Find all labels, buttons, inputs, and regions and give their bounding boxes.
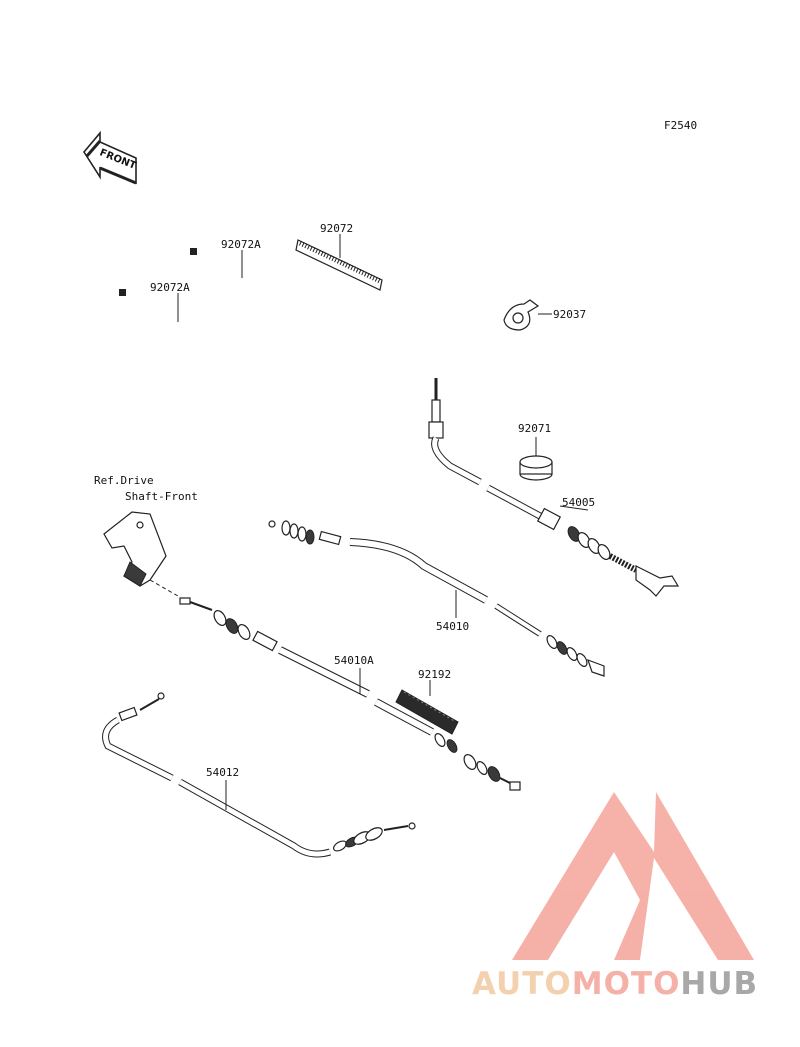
label-92072a-upper: 92072A [221,238,261,251]
label-92072a-lower: 92072A [150,281,190,294]
watermark-word: AUTOMOTOHUB [472,966,758,1002]
clamp-92037: 92037 [503,299,586,331]
ref-note-line2: Shaft-Front [125,490,198,503]
label-54012: 54012 [206,766,239,779]
label-92037: 92037 [553,308,586,321]
label-54010a: 54010A [334,654,374,667]
ref-note-line1: Ref.Drive [94,474,154,487]
label-92071: 92071 [518,422,551,435]
grommet-92071: 92071 [518,422,553,481]
cable-54010a: 54010A [179,597,521,791]
tie-92072: 92072 [295,222,383,291]
protector-92192: 92192 [395,668,459,735]
cable-54012: 54012 [102,692,416,858]
drive-shaft-bracket: Ref.Drive Shaft-Front [94,474,198,597]
label-92072: 92072 [320,222,353,235]
cable-54005: 54005 [428,378,680,597]
tie-92072a-lower: 92072A [119,281,258,377]
watermark-logo: AUTOMOTOHUB [472,792,758,1002]
tie-92072a-upper: 92072A [190,238,328,335]
cable-54010: 54010 [268,520,605,677]
label-54010: 54010 [436,620,469,633]
figure-code: F2540 [664,119,697,132]
front-arrow-icon: FRONT [83,130,138,185]
label-54005: 54005 [562,496,595,509]
label-92192: 92192 [418,668,451,681]
